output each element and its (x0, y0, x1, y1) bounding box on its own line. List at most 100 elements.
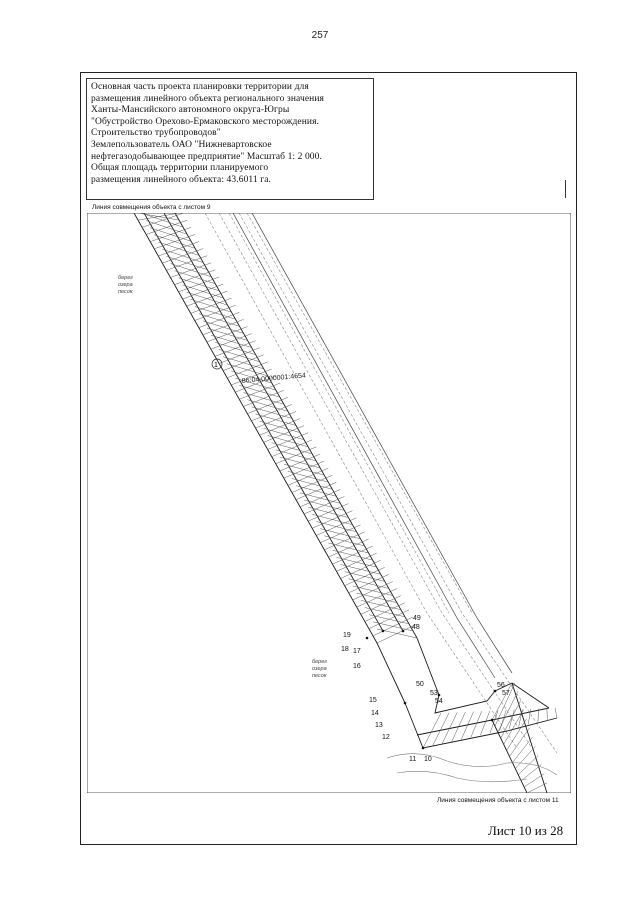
hatch-line (198, 313, 240, 327)
hatch-line (521, 764, 542, 782)
hatch-line (506, 718, 527, 751)
title-line: "Обустройство Орехово-Ермаковского место… (91, 116, 320, 127)
hatch-line (500, 700, 521, 739)
frame-tick (565, 180, 566, 198)
point-label: 12 (382, 734, 390, 741)
title-line: Землепользователь ОАО "Нижневартовское (91, 139, 272, 150)
corridor-main (133, 213, 558, 793)
point-label: 53 (430, 690, 438, 697)
hatch-line (291, 478, 333, 490)
shore-label-upper: песок (118, 289, 133, 295)
hatch-line (186, 291, 228, 306)
hatch-line (304, 499, 345, 511)
hatch-line (352, 585, 393, 596)
hatch-line (146, 220, 188, 235)
hatch-line (499, 710, 507, 731)
road-edge (251, 213, 513, 674)
hatch-line (554, 707, 558, 719)
title-line: Общая площадь территории планируемого (91, 163, 269, 174)
vertex-dot (421, 746, 425, 750)
point-label: 16 (353, 663, 361, 670)
hatch-line (275, 449, 317, 462)
hatch-line (332, 549, 373, 561)
hatch-line (422, 712, 442, 749)
hatch-line (546, 708, 548, 721)
vertex-dot (493, 689, 497, 693)
corridor-right (174, 213, 440, 696)
hatch-lines (134, 213, 558, 793)
title-line: Основная часть проекта планировки террит… (91, 82, 309, 92)
hatch-line (182, 284, 224, 299)
hatch-line (364, 607, 405, 617)
hatch-line (259, 420, 301, 433)
point-label: 13 (375, 722, 383, 729)
point-label: 54 (435, 698, 443, 705)
dashed-line (246, 213, 473, 614)
hatch-line (523, 773, 545, 788)
hatch-line (348, 578, 389, 589)
point-label: 11 (409, 756, 416, 763)
hatch-line (243, 392, 284, 405)
hatch-line (336, 557, 377, 568)
hatch-line (432, 712, 450, 746)
vertex-dot (401, 629, 405, 633)
hatch-line (162, 248, 204, 263)
point-label: 56 (497, 682, 505, 689)
hatch-line (283, 463, 325, 476)
hatch-line (503, 709, 524, 745)
hatch-line (279, 456, 321, 469)
dashed-line (204, 213, 518, 749)
hatch-line (451, 711, 466, 742)
hatch-line (461, 711, 474, 740)
hatch-line (518, 755, 539, 775)
shore-label-lower: берег (312, 659, 327, 665)
hatch-line (320, 528, 361, 540)
hatch-line (372, 621, 414, 632)
hatch-line (324, 535, 365, 547)
hatch-line (489, 710, 499, 734)
hatch-line (356, 592, 397, 603)
hatch-line (340, 564, 381, 575)
hatch-line (239, 385, 280, 398)
point-labels: 19 18 17 16 15 14 13 12 11 10 48 49 50 5… (341, 615, 510, 763)
match-line-top-label: Линия совмещения объекта с листом 9 (92, 204, 211, 211)
sheet-number-label: Лист 10 из 28 (488, 823, 564, 838)
road-edge (232, 213, 496, 679)
hatch-line (537, 708, 539, 723)
hatch-line (508, 709, 515, 729)
hatch-line (515, 746, 536, 769)
hatch-line (214, 342, 256, 355)
hatch-line (170, 263, 212, 277)
map-drawing: 1 86:04:0000001:4654 берег озера песок б… (87, 213, 571, 793)
hatch-line (491, 682, 513, 721)
title-line: размещения линейного объекта регионально… (91, 93, 324, 104)
title-line: нефтегазодобывающее предприятие" Масштаб… (91, 151, 322, 162)
parcel-id-label: 86:04:0000001:4654 (242, 372, 307, 385)
point-label: 15 (369, 697, 377, 704)
hatch-line (312, 514, 353, 525)
point-label: 57 (502, 690, 510, 697)
hatch-line (247, 399, 289, 412)
point-label: 17 (353, 648, 361, 655)
hatch-line (210, 334, 252, 348)
hatch-line (194, 306, 236, 320)
hatch-line (267, 435, 309, 447)
vertex-dot (381, 629, 385, 633)
hatch-line (328, 542, 369, 554)
corridor-left (133, 213, 406, 704)
corridor-lower-right (434, 690, 496, 714)
shore-label-lower: песок (312, 673, 327, 679)
hatch-line (360, 600, 401, 610)
corridor-lower-left (404, 702, 558, 749)
vegetation-contour (396, 771, 528, 783)
hatch-line (202, 320, 244, 334)
vertex-dot (365, 636, 369, 640)
hatch-line (174, 270, 216, 285)
point-label: 10 (424, 756, 432, 763)
hatch-line (255, 413, 297, 426)
hatch-line (231, 370, 272, 384)
title-line: Ханты-Мансийского автономного округа-Югр… (91, 105, 290, 116)
hatch-line (263, 428, 305, 440)
hatch-line (509, 727, 530, 757)
hatch-line (150, 227, 192, 242)
